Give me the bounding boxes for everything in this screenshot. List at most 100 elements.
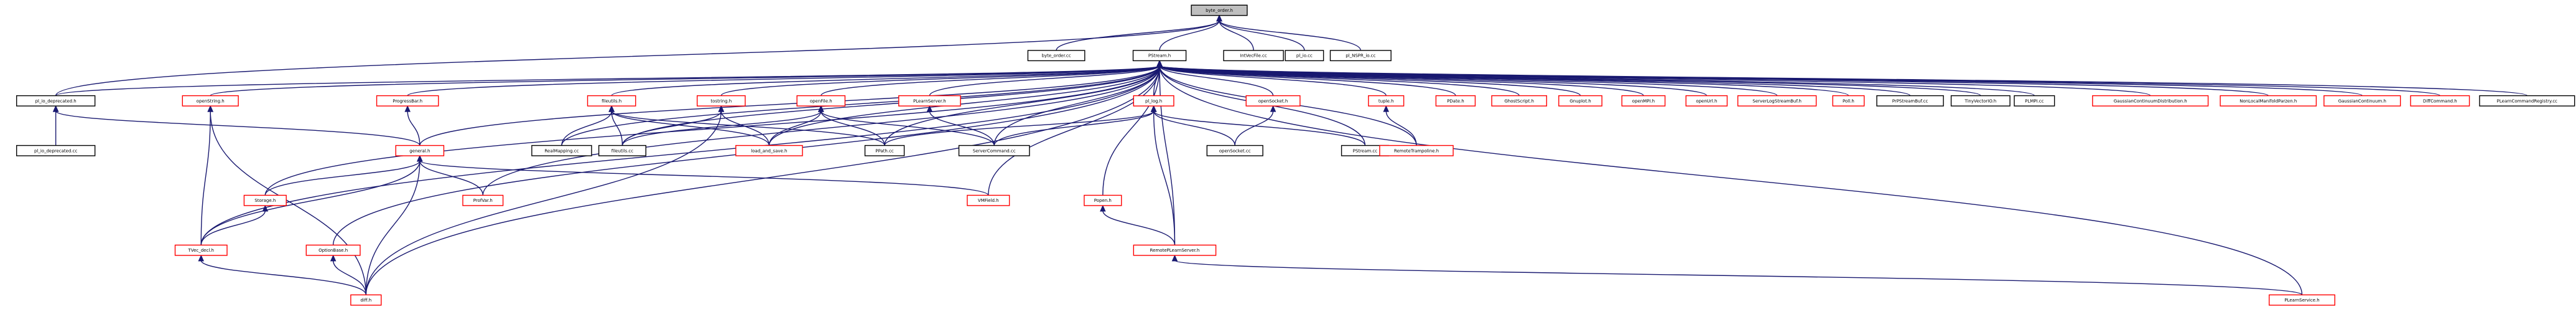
node-diff-h[interactable]: diff.h xyxy=(350,294,382,306)
node-nonlocalmanifoldparzen-h[interactable]: NonLocalManifoldParzen.h xyxy=(2220,95,2317,107)
node-optionbase-h[interactable]: OptionBase.h xyxy=(305,244,361,256)
node-opensocket-cc[interactable]: openSocket.cc xyxy=(1206,145,1263,156)
node-box xyxy=(243,194,287,206)
node-openfile-h[interactable]: openFile.h xyxy=(796,95,846,107)
node-label: PPath.cc xyxy=(875,148,894,153)
dependency-edge xyxy=(720,65,1160,97)
node-remotetrampoline-h[interactable]: RemoteTrampoline.h xyxy=(1379,145,1454,156)
node-plearnservice-h[interactable]: PLearnService.h xyxy=(2269,294,2336,306)
node-general-h[interactable]: general.h xyxy=(395,145,445,156)
node-tvec-decl-h[interactable]: TVec_decl.h xyxy=(174,244,228,256)
node-label: openMPI.h xyxy=(1632,98,1655,103)
node-label: IntVecFile.cc xyxy=(1240,54,1267,59)
node-plmpi-cc[interactable]: PLMPI.cc xyxy=(2014,95,2055,107)
node-label: load_and_save.h xyxy=(751,148,787,153)
node-plearnserver-h[interactable]: PLearnServer.h xyxy=(898,95,961,107)
node-box xyxy=(1379,145,1454,156)
node-pl-log-h[interactable]: pl_log.h xyxy=(1133,95,1174,107)
node-gnuplot-h[interactable]: Gnuplot.h xyxy=(1558,95,1602,107)
node-gaussiancontinuumdistribution-h[interactable]: GaussianContinuumDistribution.h xyxy=(2092,95,2209,107)
node-box xyxy=(587,95,636,107)
dependency-edge xyxy=(332,260,367,295)
node-label: Poll.h xyxy=(1843,98,1854,103)
node-prpstreambuf-cc[interactable]: PrPStreamBuf.cc xyxy=(1876,95,1944,107)
dependency-edge xyxy=(561,65,1160,146)
node-label: diff.h xyxy=(360,298,371,303)
dependency-edge xyxy=(1153,110,1366,146)
file-nodes: byte_order.h byte_order.cc PStream.h IntVec… xyxy=(16,4,2575,306)
node-popen-h[interactable]: Popen.h xyxy=(1084,194,1122,206)
node-label: GaussianContinuumDistribution.h xyxy=(2114,98,2187,103)
node-label: TinyVectorIO.h xyxy=(1964,98,1996,103)
dependency-edge xyxy=(200,111,211,245)
node-pdate-h[interactable]: PDate.h xyxy=(1435,95,1476,107)
node-progressbar-h[interactable]: ProgressBar.h xyxy=(376,95,439,107)
node-box xyxy=(697,95,746,107)
node-opensocket-h[interactable]: openSocket.h xyxy=(1245,95,1301,107)
node-serverlogstreambuf-h[interactable]: ServerLogStreamBuf.h xyxy=(1737,95,1817,107)
node-load-and-save-h[interactable]: load_and_save.h xyxy=(735,145,803,156)
node-servercommand-cc[interactable]: ServerCommand.cc xyxy=(958,145,1030,156)
node-diffcommand-h[interactable]: DiffCommand.h xyxy=(2410,95,2470,107)
node-box xyxy=(1876,95,1944,107)
node-openmpi-h[interactable]: openMPI.h xyxy=(1621,95,1666,107)
node-fileutils-cc[interactable]: fileutils.cc xyxy=(598,145,646,156)
node-storage-h[interactable]: Storage.h xyxy=(243,194,287,206)
node-label: general.h xyxy=(409,148,430,153)
node-box xyxy=(1084,194,1122,206)
node-label: PLMPI.cc xyxy=(2025,98,2044,103)
node-box xyxy=(1133,95,1174,107)
node-pstream-h[interactable]: PStream.h xyxy=(1132,50,1187,62)
node-box xyxy=(462,194,504,206)
node-label: fileutils.h xyxy=(602,98,621,103)
dependency-edge xyxy=(1153,111,1176,245)
node-pl-nspr-io-cc[interactable]: pl_NSPR_io.cc xyxy=(1329,50,1392,62)
node-label: VMField.h xyxy=(978,198,999,203)
dependency-edge xyxy=(611,110,770,146)
node-tinyvectorio-h[interactable]: TinyVectorIO.h xyxy=(1950,95,2011,107)
dependency-edge xyxy=(264,160,421,196)
node-realmapping-cc[interactable]: RealMapping.cc xyxy=(531,145,592,156)
dependency-edge xyxy=(1159,65,1456,96)
node-tuple-h[interactable]: tuple.h xyxy=(1368,95,1405,107)
node-pl-io-deprecated-cc[interactable]: pl_io_deprecated.cc xyxy=(16,145,96,156)
node-vmfield-h[interactable]: VMField.h xyxy=(967,194,1010,206)
node-label: RealMapping.cc xyxy=(544,148,579,153)
node-box xyxy=(2410,95,2470,107)
node-label: ProgressBar.h xyxy=(393,98,422,103)
dependency-edge xyxy=(55,110,421,146)
node-box xyxy=(395,145,445,156)
node-label: PDate.h xyxy=(1447,98,1464,103)
dependency-edge xyxy=(482,65,1160,196)
node-openstring-h[interactable]: openString.h xyxy=(182,95,239,107)
node-ghostscript-h[interactable]: GhostScript.h xyxy=(1491,95,1547,107)
node-pl-io-deprecated-h[interactable]: pl_io_deprecated.h xyxy=(16,95,96,107)
dependency-edge xyxy=(821,110,885,146)
node-byte-order-h: byte_order.h xyxy=(1191,4,1248,16)
node-openurl-h[interactable]: openUrl.h xyxy=(1685,95,1728,107)
node-profvar-h[interactable]: ProfVar.h xyxy=(462,194,504,206)
node-box xyxy=(2269,294,2336,306)
node-intvecfile-cc[interactable]: IntVecFile.cc xyxy=(1223,50,1284,62)
node-poll-h[interactable]: Poll.h xyxy=(1832,95,1865,107)
edge-arrowhead xyxy=(1270,105,1276,112)
node-tostring-h[interactable]: tostring.h xyxy=(697,95,746,107)
node-label: OptionBase.h xyxy=(319,248,348,253)
node-label: fileutils.cc xyxy=(611,148,633,153)
node-byte-order-cc[interactable]: byte_order.cc xyxy=(1027,50,1086,62)
node-label: openSocket.h xyxy=(1258,98,1288,103)
node-label: pl_io_deprecated.h xyxy=(35,98,77,103)
node-label: pl_io_deprecated.cc xyxy=(34,148,78,153)
dependency-edge xyxy=(200,65,1160,245)
edge-arrowhead xyxy=(1216,14,1222,22)
node-fileutils-h[interactable]: fileutils.h xyxy=(587,95,636,107)
node-gaussiancontinuum-h[interactable]: GaussianContinuum.h xyxy=(2323,95,2401,107)
node-ppath-cc[interactable]: PPath.cc xyxy=(864,145,905,156)
edge-arrowhead xyxy=(1156,60,1163,67)
node-pl-io-cc[interactable]: pl_io.cc xyxy=(1285,50,1324,62)
node-remoteplearnserver-h[interactable]: RemotePLearnServer.h xyxy=(1133,244,1217,256)
node-plearncommandregistry-cc[interactable]: PLearnCommandRegistry.cc xyxy=(2479,95,2575,107)
node-box xyxy=(2092,95,2209,107)
dependency-edge xyxy=(210,65,1160,97)
dependency-edge xyxy=(264,65,1160,196)
